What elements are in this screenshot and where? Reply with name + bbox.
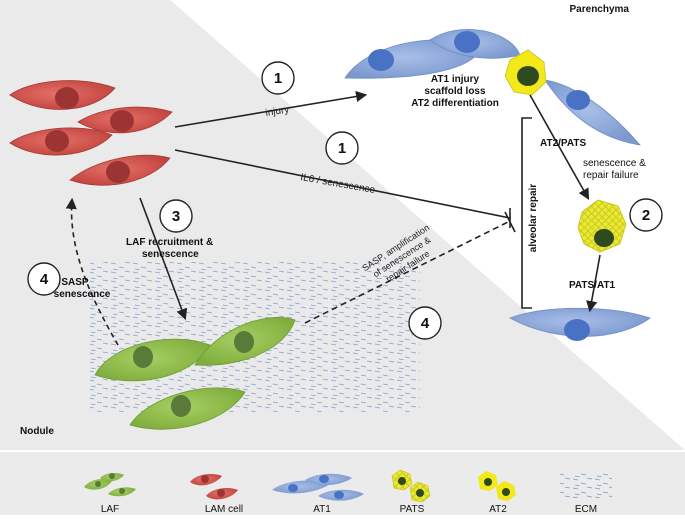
at1-cell-bottom [509,307,651,341]
sasp-senescence-arrow [65,197,119,346]
lam-cell-2 [9,127,113,156]
injury-label: injury [265,104,290,119]
at1-injury-line-1: AT1 injury [431,74,480,85]
laf-recruitment-line-1: LAF recruitment & [126,237,213,248]
at2-pats-label: AT2/PATS [540,138,586,149]
legend-at2-label: AT2 [489,504,507,515]
legend-at2-icon [478,471,516,501]
step-1-circle-middle [325,131,359,165]
at2-cell-top [504,49,547,96]
at2-pats-arrow [529,94,590,200]
legend-lam-icon [190,474,238,500]
parenchyma-diagonal [170,0,685,450]
lam-cell-1 [9,80,116,110]
legend-laf-label: LAF [101,504,119,515]
legend-at1-label: AT1 [313,504,331,515]
sasp-inhibition-bar [504,211,516,233]
legend-lam-label: LAM cell [205,504,243,515]
at1-injury-line-2: scaffold loss [424,86,486,97]
laf-cell-1 [94,338,211,382]
nodule-label: Nodule [20,426,54,437]
laf-recruitment-line-2: senescence [142,249,199,260]
legend-pats-label: PATS [400,504,425,515]
step-3-number: 3 [172,208,180,225]
laf-recruitment-arrow [139,197,188,321]
legend-at1-icon [272,473,364,501]
step-4-number-left: 4 [40,271,49,288]
pats-cell [577,199,627,253]
senescence-repair-line-2: repair failure [583,170,639,181]
sasp-left-line-2: senescence [54,289,111,300]
il6-inhibition-line [174,149,511,219]
legend-ecm-label: ECM [575,504,597,515]
pats-at1-label: PATS/AT1 [569,280,616,291]
step-1-circle-top [261,61,295,95]
sasp-left-line-1: SASP [61,277,89,288]
step-4-circle-right [408,306,442,340]
at1-injury-line-3: AT2 differentiation [411,98,499,109]
legend-ecm-icon [560,472,612,498]
legend-pats-icon [391,469,431,503]
alveolar-repair-label: alveolar repair [528,184,539,252]
senescence-repair-line-1: senescence & [583,158,646,169]
injury-arrow [174,90,368,128]
pats-at1-arrow [586,254,601,313]
lam-cell-4 [69,154,171,186]
step-3-circle [159,199,193,233]
step-2-circle [629,198,663,232]
laf-cell-2 [194,317,296,366]
lam-cell-3 [77,106,173,134]
legend-laf-icon [84,473,136,497]
at1-cell-top-right [544,79,642,146]
step-1-number-top: 1 [274,70,282,87]
step-1-number-middle: 1 [338,140,346,157]
parenchyma-label: Parenchyma [570,4,630,15]
step-4-number-right: 4 [421,315,430,332]
arrows [65,90,601,346]
sasp-amplification-line [304,221,509,324]
step-4-circle-left [27,262,61,296]
legend [84,469,612,503]
alveolar-repair-bracket [521,117,532,309]
laf-cell-3 [129,387,246,430]
step-2-number: 2 [642,207,650,224]
